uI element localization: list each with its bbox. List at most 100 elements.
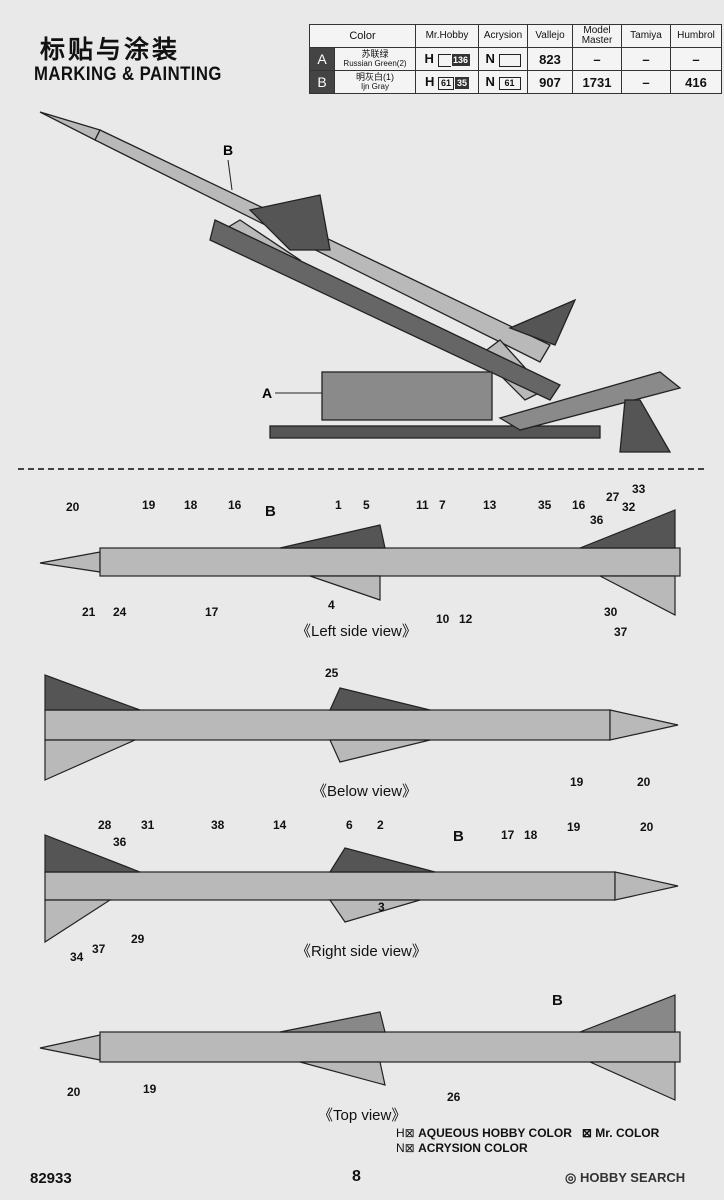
callout-number: 19 xyxy=(567,820,581,834)
page-number: 8 xyxy=(352,1168,361,1185)
col-header-color: Color xyxy=(309,24,416,48)
callout-number: 16 xyxy=(228,498,242,512)
callout-number: 5 xyxy=(363,498,370,512)
color-name: 明灰白(1)Ijn Gray xyxy=(334,70,416,94)
swatch-box xyxy=(437,53,451,67)
col-header-vallejo: Vallejo xyxy=(527,24,573,48)
missile-nosecone xyxy=(609,709,679,741)
mrhobby-code: H 136 xyxy=(415,47,479,71)
launcher-arm xyxy=(498,371,682,431)
right-side-view xyxy=(44,834,679,944)
missile-tail-fin xyxy=(508,298,577,346)
legend-n-text: ACRYSION COLOR xyxy=(418,1141,528,1155)
callout-number: 14 xyxy=(273,818,287,832)
missile-body xyxy=(99,547,681,577)
missile-tail-fin-lower xyxy=(44,739,136,781)
missile-tail-fin-lower xyxy=(599,575,676,616)
callout-number: 20 xyxy=(637,775,651,789)
launcher-cabin xyxy=(321,371,493,421)
callout-number: 29 xyxy=(131,932,145,946)
color-name-cn: 苏联绿 xyxy=(361,49,389,59)
view-label-top: 《Top view》 xyxy=(318,1107,407,1124)
callout-number: 37 xyxy=(92,942,106,956)
callout-number: 26 xyxy=(447,1090,461,1104)
missile-nosecone xyxy=(39,1034,101,1061)
missile-nosecone xyxy=(39,111,101,141)
mrhobby-prefix: H xyxy=(424,51,434,67)
modelmaster-code: 1731 xyxy=(572,70,622,94)
color-letter: B xyxy=(309,70,335,94)
callout-number: 12 xyxy=(459,612,473,626)
missile-wing xyxy=(329,687,431,711)
missile-tail-fin xyxy=(44,674,141,711)
table-header-row: Color Mr.Hobby Acrysion Vallejo Model Ma… xyxy=(309,24,722,48)
legend-m-text: Mr. COLOR xyxy=(595,1126,660,1140)
missile-nosecone xyxy=(39,551,101,573)
missile-wing xyxy=(279,1011,386,1033)
missile-tail-fin xyxy=(44,834,141,873)
acrysion-prefix: N xyxy=(485,74,495,90)
color-name-en: Russian Green(2) xyxy=(343,59,407,68)
callout-number: 20 xyxy=(67,1085,81,1099)
col-header-mrhobby: Mr.Hobby xyxy=(415,24,479,48)
watermark: ◎ HOBBY SEARCH xyxy=(565,1170,686,1185)
launch-rail xyxy=(209,219,561,401)
callout-number: 34 xyxy=(70,950,84,964)
legend-row-n: N⊠ ACRYSION COLOR xyxy=(396,1141,659,1156)
callout-number: 18 xyxy=(184,498,198,512)
humbrol-code: 416 xyxy=(670,70,722,94)
callout-number: 30 xyxy=(604,605,618,619)
callout-number: 33 xyxy=(632,482,646,496)
launcher-leg xyxy=(619,399,672,453)
launcher-illustration: A B xyxy=(39,111,682,453)
callout-number: 11 xyxy=(416,498,429,512)
watermark-text: HOBBY SEARCH xyxy=(579,1170,686,1185)
top-view xyxy=(39,994,681,1101)
callout-number: B xyxy=(265,503,276,520)
missile-lower-wing xyxy=(329,739,431,763)
below-view xyxy=(44,674,679,781)
mrhobby-number: 61 xyxy=(438,76,454,90)
left-side-view xyxy=(39,509,681,616)
legend-n-prefix: N⊠ xyxy=(396,1141,415,1155)
tamiya-code: – xyxy=(621,47,671,71)
callout-number: 19 xyxy=(143,1082,157,1096)
callout-number: 18 xyxy=(524,828,538,842)
legend-m-prefix: ⊠ xyxy=(581,1126,592,1140)
missile-tail-fin-lower xyxy=(44,899,113,944)
callout-number: 17 xyxy=(205,605,219,619)
callout-number: 3 xyxy=(378,900,385,914)
callout-number: 10 xyxy=(436,612,450,626)
tamiya-code: – xyxy=(621,70,671,94)
acrysion-number xyxy=(498,53,521,67)
launcher-label-b: B xyxy=(223,142,233,158)
leader-line-b xyxy=(227,159,233,191)
missile-wing xyxy=(248,194,331,251)
callout-number: 32 xyxy=(622,500,636,514)
col-header-tamiya: Tamiya xyxy=(621,24,671,48)
view-label-below: 《Below view》 xyxy=(312,783,418,800)
vallejo-code: 907 xyxy=(527,70,573,94)
mrhobby-number: 136 xyxy=(451,54,470,67)
product-code: 82933 xyxy=(30,1170,72,1187)
launcher-platform xyxy=(269,425,601,439)
callout-number: 2 xyxy=(377,818,384,832)
legend-h-text: AQUEOUS HOBBY COLOR xyxy=(418,1126,572,1140)
acrysion-prefix: N xyxy=(485,51,495,67)
callout-number: 35 xyxy=(538,498,552,512)
mrcolor-number: 35 xyxy=(455,77,469,90)
modelmaster-code: – xyxy=(572,47,622,71)
callout-number: 37 xyxy=(614,625,628,639)
missile-tail-fin xyxy=(579,994,676,1033)
missile-tail-fin-lower xyxy=(589,1061,676,1101)
callout-number: 1 xyxy=(335,498,342,512)
callout-number: 17 xyxy=(501,828,515,842)
view-label-left: 《Left side view》 xyxy=(296,623,417,640)
missile-lower-wing xyxy=(309,575,381,601)
callout-number: 28 xyxy=(98,818,112,832)
callout-number: 13 xyxy=(483,498,497,512)
legend-h-prefix: H⊠ xyxy=(396,1126,415,1140)
color-name-en: Ijn Gray xyxy=(360,82,389,91)
missile-lower-wing xyxy=(328,899,421,923)
callout-number: 21 xyxy=(82,605,96,619)
